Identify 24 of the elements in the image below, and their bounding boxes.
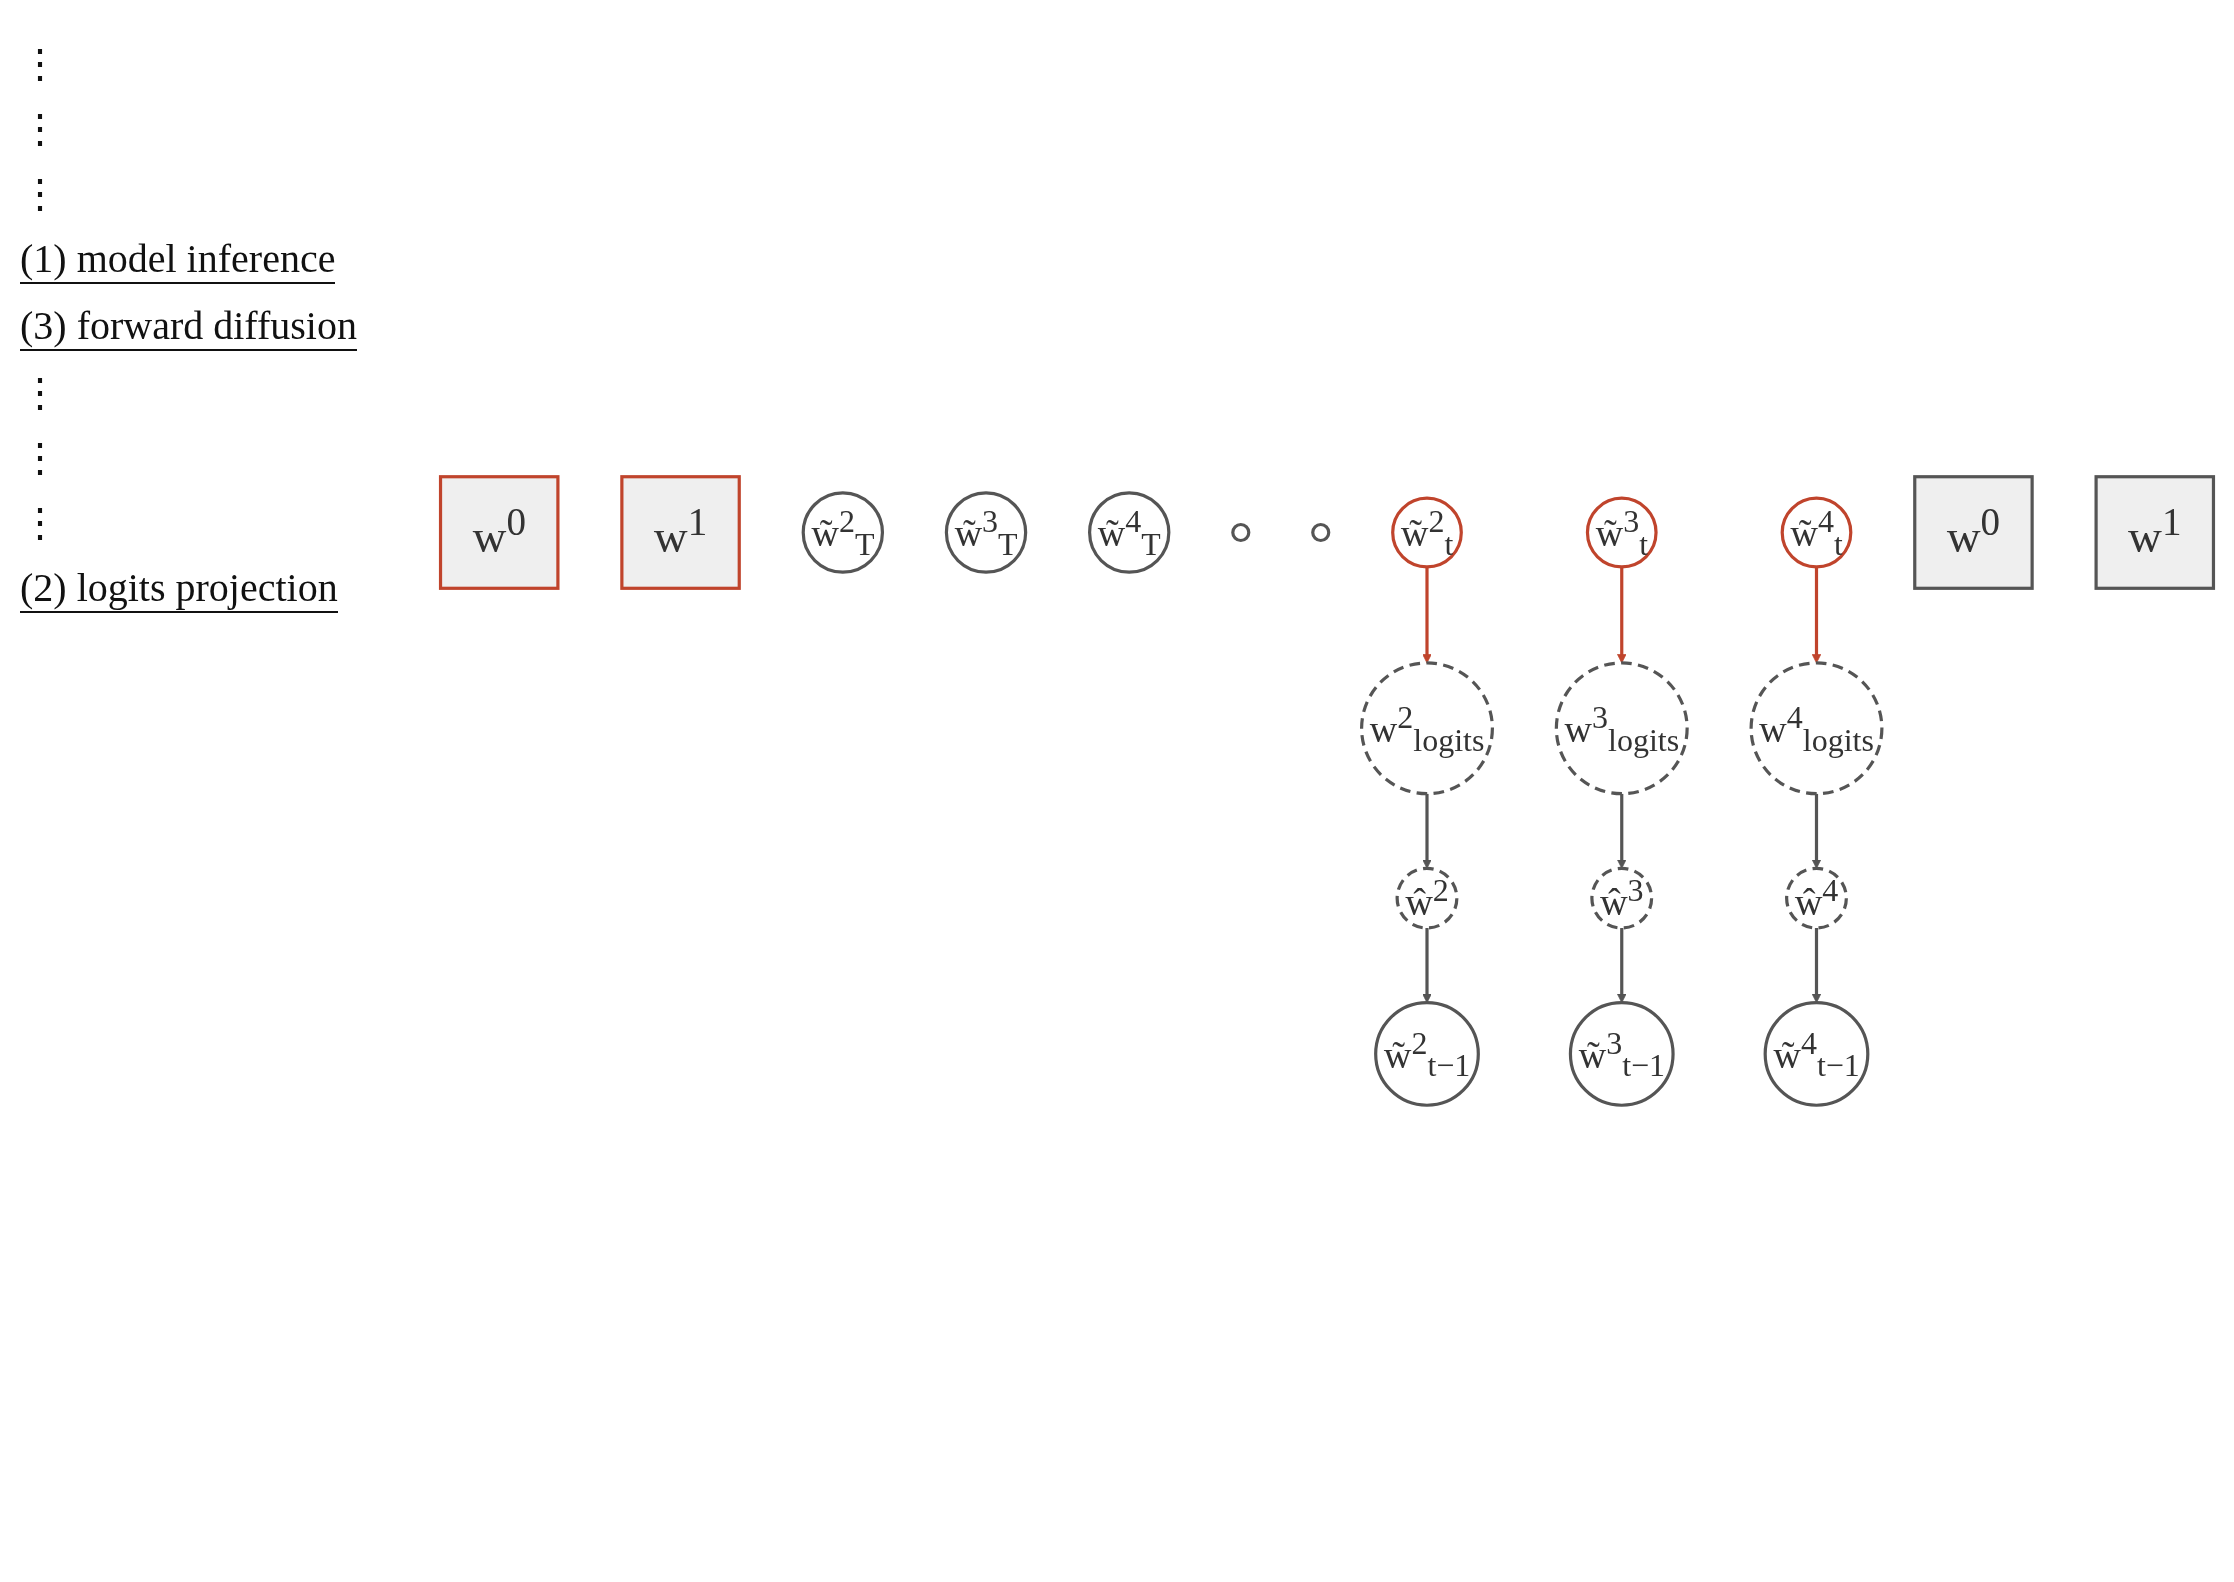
arrow xyxy=(1617,566,1627,664)
arrow xyxy=(1617,793,1627,869)
step-label: (2) logits projection xyxy=(20,564,338,613)
node-circle xyxy=(1311,522,1331,543)
arrow xyxy=(1422,793,1432,869)
vertical-ellipsis: ⋮ xyxy=(20,170,60,217)
arrow xyxy=(1811,566,1822,664)
vertical-ellipsis: ⋮ xyxy=(20,434,60,481)
node-circle xyxy=(1231,522,1251,543)
node-circle: ŵ$^{2}$ xyxy=(1395,866,1459,930)
arrow xyxy=(1811,793,1822,869)
vertical-ellipsis: ⋮ xyxy=(20,499,60,546)
node-box: w$^{0}$ xyxy=(438,475,560,590)
vertical-ellipsis: ⋮ xyxy=(20,105,60,152)
step-label: (1) model inference xyxy=(20,235,336,284)
vertical-ellipsis: ⋮ xyxy=(20,369,60,416)
node-circle: ŵ$^{4}$ xyxy=(1785,866,1848,930)
node-circle: ŵ$^{3}$ xyxy=(1590,866,1654,930)
arrow xyxy=(1422,566,1432,664)
vertical-ellipsis: ⋮ xyxy=(20,40,60,87)
node-box: w$^{1}$ xyxy=(2094,475,2216,590)
node-box: w$^{0}$ xyxy=(1913,475,2034,590)
node-box: w$^{1}$ xyxy=(620,475,741,590)
step-label: (3) forward diffusion xyxy=(20,302,357,351)
